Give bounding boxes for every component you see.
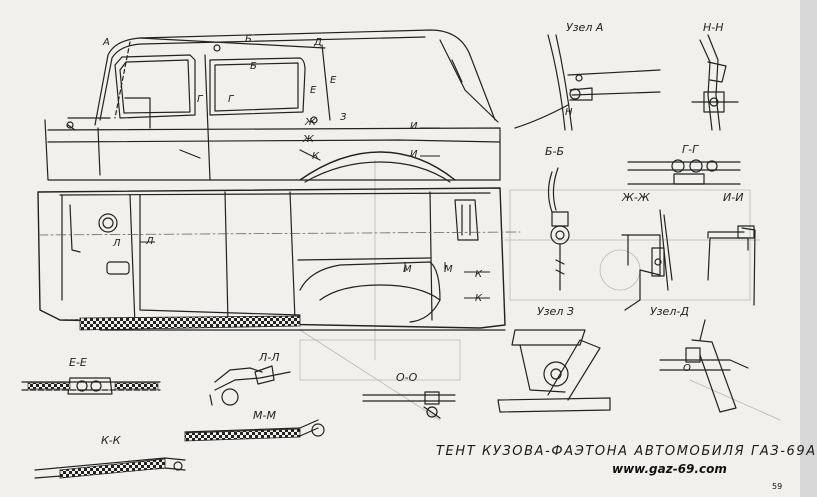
- section-title-k-k: К-К: [101, 434, 121, 447]
- marker-l-left: Л: [113, 238, 121, 249]
- marker-d: Д: [314, 37, 322, 48]
- marker-zh-lower: Ж: [303, 134, 314, 145]
- detail-b-b: [547, 167, 570, 291]
- detail-n-n: [691, 34, 739, 131]
- marker-e-bottom: Е: [310, 85, 317, 96]
- section-title-m-m: М-М: [253, 409, 276, 422]
- section-o-o: [362, 391, 456, 419]
- marker-g-left: Г: [197, 94, 203, 105]
- side-view: [44, 29, 501, 183]
- detail-title-uzel-a: Узел А: [566, 21, 604, 34]
- detail-title-uzel-d: Узел-Д: [650, 305, 689, 318]
- leader-lines: [140, 127, 490, 299]
- section-title-l-l: Л-Л: [259, 351, 280, 364]
- section-l-l: [209, 365, 291, 406]
- detail-title-uzel-z: Узел З: [537, 305, 574, 318]
- marker-n: Н: [565, 107, 573, 118]
- marker-m-right: М: [444, 264, 453, 275]
- marker-i-bottom: И: [410, 149, 418, 160]
- detail-title-zh-zh: Ж-Ж: [622, 191, 650, 204]
- background-ghost-lines: [299, 159, 781, 421]
- marker-l-right: Л: [146, 236, 154, 247]
- marker-o: О: [683, 363, 691, 374]
- marker-g-right: Г: [228, 94, 234, 105]
- technical-drawing: [21, 29, 781, 479]
- marker-m-left: М: [403, 264, 412, 275]
- detail-g-g: [627, 159, 741, 185]
- marker-k-top: К: [475, 269, 483, 280]
- section-title-e-e: Е-Е: [69, 356, 87, 369]
- section-title-o-o: О-О: [396, 371, 418, 384]
- page-number: 59: [772, 482, 783, 491]
- detail-uzel-a: [514, 34, 661, 131]
- website-watermark: www.gaz-69.com: [612, 462, 727, 476]
- detail-title-g-g: Г-Г: [682, 143, 699, 156]
- drawing-caption: ТЕНТ КУЗОВА-ФАЭТОНА АВТОМОБИЛЯ ГАЗ-69А: [436, 444, 817, 459]
- marker-b-top: Б: [245, 34, 252, 45]
- marker-b-bottom: Б: [250, 61, 257, 72]
- detail-uzel-d: [659, 319, 749, 413]
- top-view: [37, 187, 521, 331]
- checkered-strips: [27, 315, 301, 479]
- detail-title-i-i: И-И: [723, 191, 744, 204]
- detail-title-b-b: Б-Б: [545, 145, 565, 158]
- marker-k-side: К: [312, 151, 320, 162]
- marker-zh: Ж: [305, 117, 316, 128]
- detail-zh-zh: [621, 209, 673, 311]
- marker-k-bottom: К: [475, 293, 483, 304]
- detail-uzel-z: [497, 329, 611, 413]
- marker-z: З: [340, 112, 347, 123]
- detail-i-i: [707, 225, 756, 306]
- marker-e-top: Е: [330, 75, 337, 86]
- marker-a: А: [103, 37, 110, 48]
- detail-title-n-n: Н-Н: [703, 21, 724, 34]
- marker-i-top: И: [410, 121, 418, 132]
